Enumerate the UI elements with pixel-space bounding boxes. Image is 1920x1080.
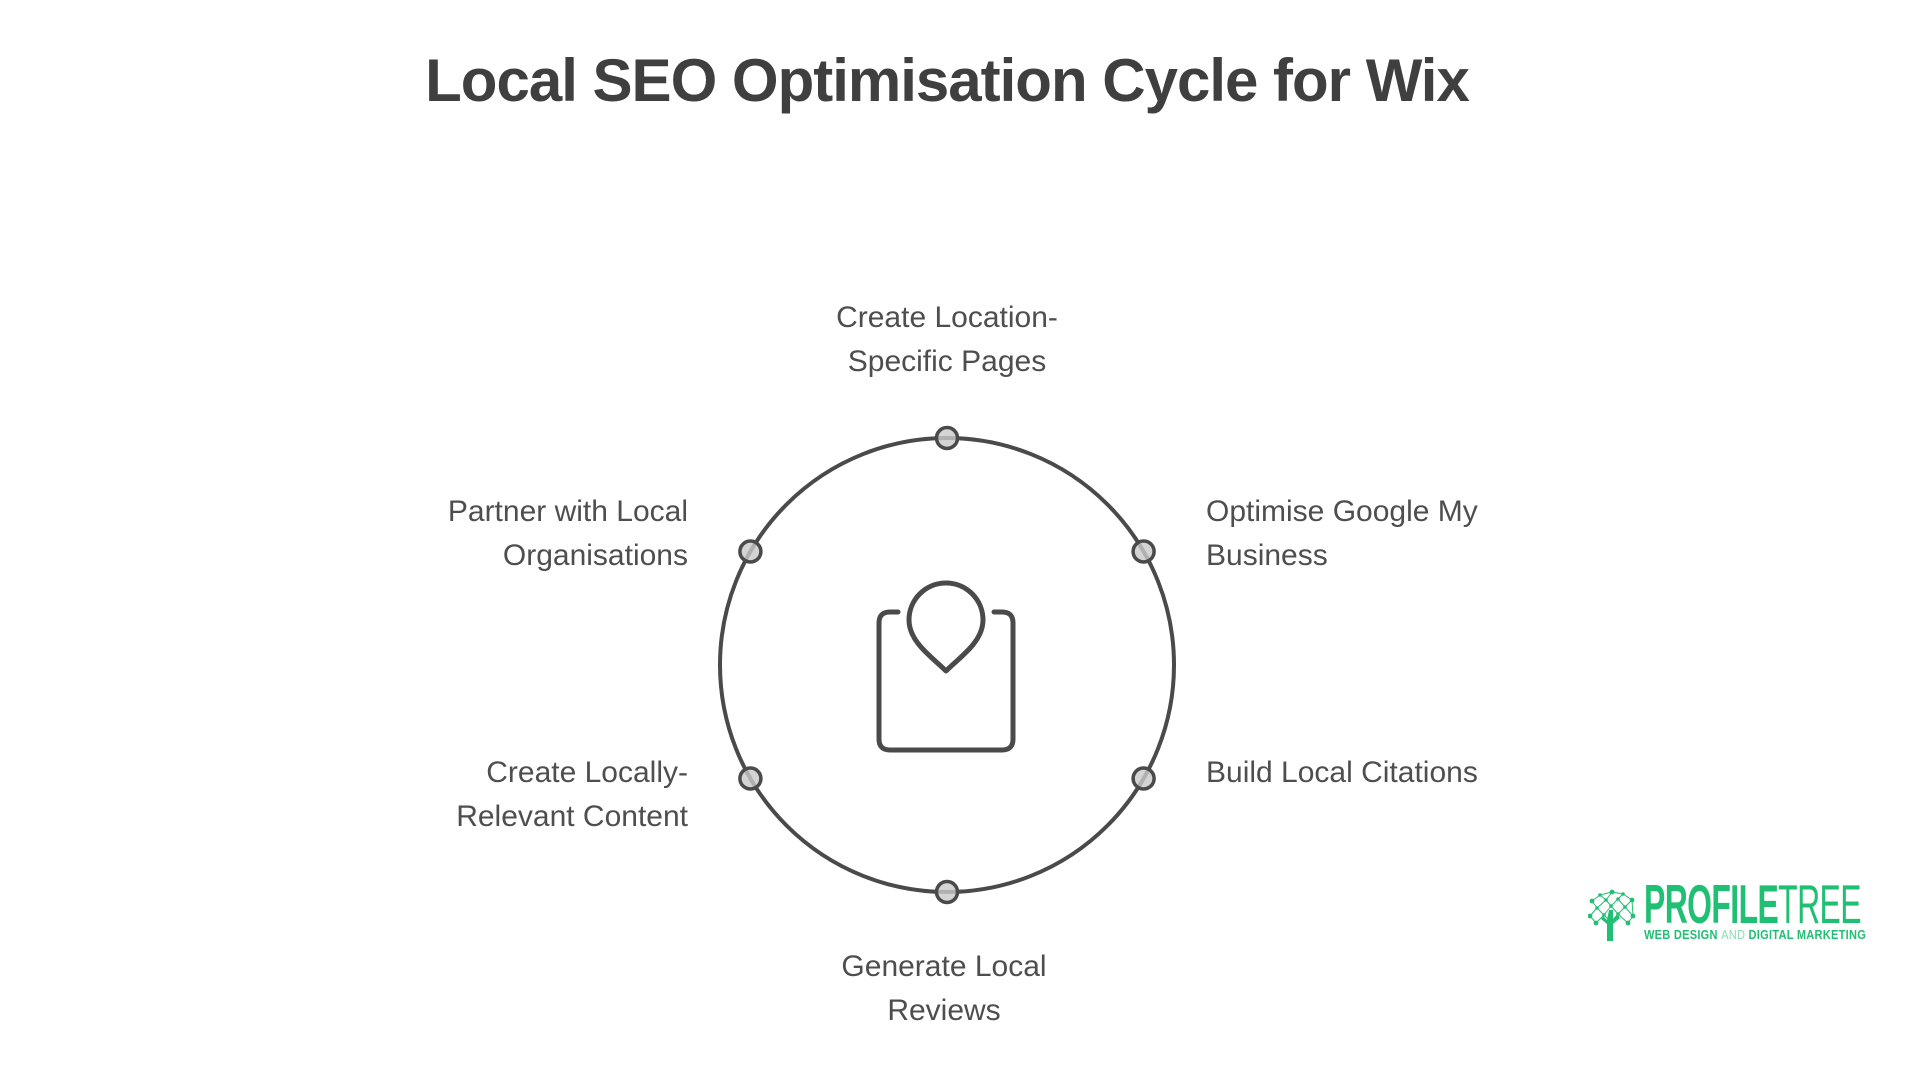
cycle-node-top xyxy=(934,425,960,451)
tagline-and: AND xyxy=(1721,927,1746,942)
tagline-digital-marketing: DIGITAL MARKETING xyxy=(1748,927,1867,942)
profiletree-logo: PROFILETREE WEB DESIGN AND DIGITAL MARKE… xyxy=(1588,877,1920,943)
cycle-node-lower-left xyxy=(738,766,763,791)
map-pin-icon xyxy=(906,580,986,674)
step-label-build-local-citations: Build Local Citations xyxy=(1206,756,1478,789)
wordmark-profile: PROFILE xyxy=(1644,873,1779,935)
wordmark-tree: TREE xyxy=(1778,873,1861,935)
step-label-create-location-specific-pages: Create Location- Specific Pages xyxy=(836,301,1058,378)
tagline-web-design: WEB DESIGN xyxy=(1644,927,1718,942)
box-icon xyxy=(876,609,1016,753)
profiletree-tagline: WEB DESIGN AND DIGITAL MARKETING xyxy=(1644,927,1920,942)
cycle-node-upper-right xyxy=(1131,539,1156,564)
cycle-diagram xyxy=(718,425,1176,905)
step-label-partner-with-local-organisations: Partner with Local Organisations xyxy=(447,495,688,572)
map-pin-in-box-icon xyxy=(876,580,1016,753)
step-label-optimise-google-my-business: Optimise Google My Business xyxy=(1206,495,1478,572)
profiletree-wordmark: PROFILETREE xyxy=(1644,877,1862,932)
profiletree-tree-icon xyxy=(1588,889,1636,941)
profiletree-logo-text: PROFILETREE WEB DESIGN AND DIGITAL MARKE… xyxy=(1644,877,1920,943)
cycle-node-lower-right xyxy=(1131,766,1156,791)
cycle-node-upper-left xyxy=(738,539,763,564)
cycle-node-bottom xyxy=(934,879,960,905)
step-label-generate-local-reviews: Generate Local Reviews xyxy=(841,950,1047,1027)
step-label-create-locally-relevant-content: Create Locally- Relevant Content xyxy=(456,756,688,833)
page-title: Local SEO Optimisation Cycle for Wix xyxy=(425,47,1470,114)
